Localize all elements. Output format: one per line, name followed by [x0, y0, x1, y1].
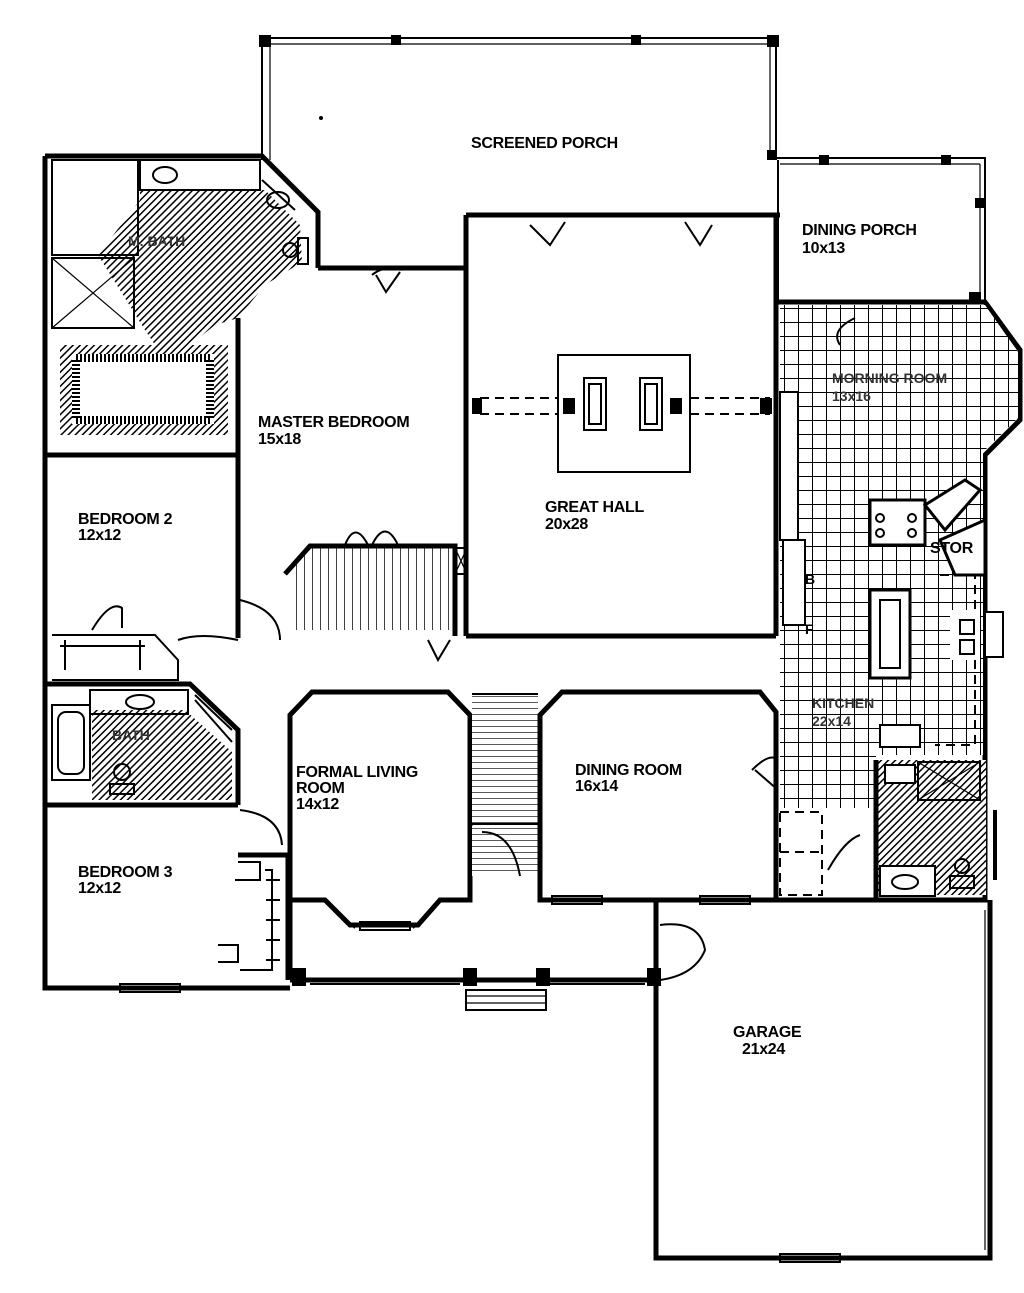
master-bedroom: MASTER BEDROOM 15x18 — [235, 265, 468, 638]
dining-room: DINING ROOM 16x14 — [537, 689, 779, 905]
formal-living-label-1: FORMAL LIVING — [296, 764, 418, 781]
bedroom-2: BEDROOM 2 12x12 — [45, 452, 238, 681]
master-bedroom-label: MASTER BEDROOM — [258, 414, 409, 431]
marker-f: F — [805, 621, 814, 637]
garage: GARAGE 21x24 — [656, 897, 986, 1263]
great-hall: GREAT HALL 20x28 — [427, 212, 780, 663]
marker-b: B — [805, 571, 815, 587]
garage-label: GARAGE — [733, 1024, 802, 1041]
great-hall-label: GREAT HALL — [545, 499, 644, 516]
dining-porch-label: DINING PORCH — [802, 222, 917, 239]
bedroom-3: BEDROOM 3 12x12 — [78, 852, 291, 993]
hallway — [177, 599, 283, 846]
bedroom3-label: BEDROOM 3 — [78, 864, 173, 881]
great-hall-size: 20x28 — [545, 516, 588, 533]
dining-porch-size: 10x13 — [802, 240, 845, 257]
master-bath: M. BATH — [51, 159, 309, 435]
formal-living-size: 14x12 — [296, 796, 339, 813]
bedroom2-label: BEDROOM 2 — [78, 511, 173, 528]
garage-size: 21x24 — [742, 1041, 785, 1058]
hall-bath: BATH — [45, 681, 241, 808]
formal-living-room: FORMAL LIVING ROOM 14x12 — [287, 689, 473, 931]
bedroom2-size: 12x12 — [78, 527, 121, 544]
kitchen-label: KITCHEN — [812, 695, 874, 711]
screened-porch-label: SCREENED PORCH — [471, 135, 618, 152]
kitchen-size: 22x14 — [812, 713, 851, 729]
master-bedroom-size: 15x18 — [258, 431, 301, 448]
formal-living-label-2: ROOM — [296, 780, 345, 797]
bedroom3-size: 12x12 — [78, 880, 121, 897]
utility-bath — [779, 760, 997, 898]
master-bath-label: M. BATH — [128, 233, 185, 249]
morning-room-size: 13x16 — [832, 388, 871, 404]
storage-label: STOR — [930, 540, 974, 557]
morning-room-label: MORNING ROOM — [832, 370, 947, 386]
dining-room-label: DINING ROOM — [575, 762, 682, 779]
morning-room-kitchen: B F MORNING ROOM 13x16 STOR KITCHEN 22x1… — [751, 305, 1018, 808]
foyer — [287, 693, 661, 1011]
hall-bath-label: BATH — [112, 727, 150, 743]
dining-room-size: 16x14 — [575, 778, 618, 795]
